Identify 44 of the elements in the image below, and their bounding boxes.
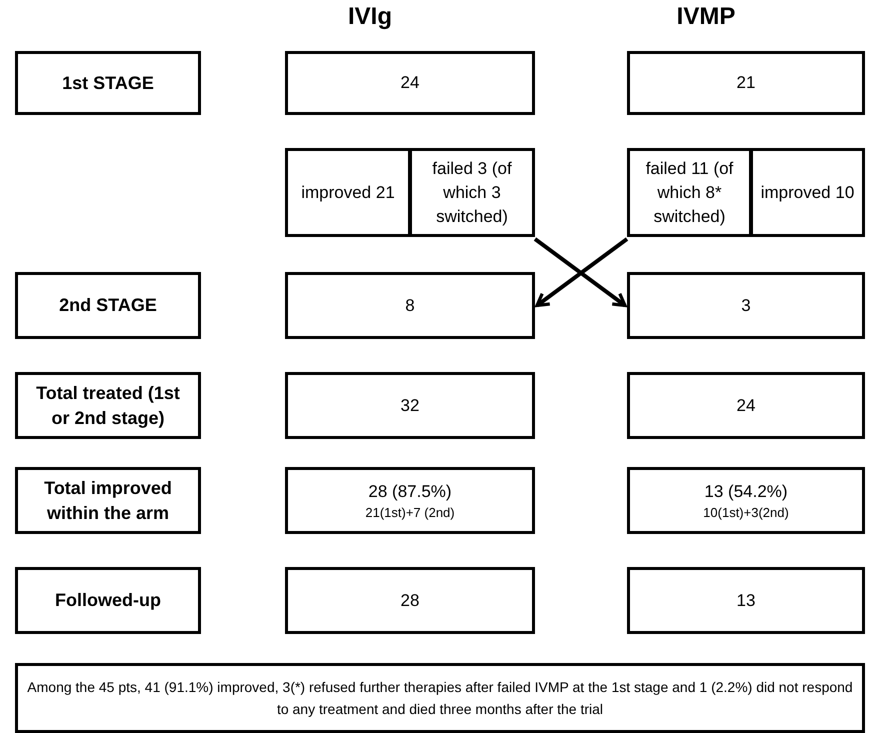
value-box (285, 272, 535, 339)
box-text: Total improved within the arm (43, 476, 173, 524)
column-heading: IVMP (676, 2, 736, 32)
box-text: 24 (400, 72, 420, 94)
row-label-box (15, 272, 201, 339)
note-box (15, 663, 865, 733)
value-box (285, 148, 411, 237)
box-text: 21 (736, 72, 756, 94)
value-box (627, 272, 865, 339)
box-text: 2nd STAGE (59, 294, 157, 317)
box-text: 28 (400, 590, 420, 612)
box-text: 8 (405, 294, 415, 316)
box-text: improved 21 (301, 182, 395, 204)
value-box (627, 372, 865, 439)
box-text: Followed-up (55, 589, 161, 612)
box-text: failed 3 (of which 3 switched) (431, 158, 513, 228)
column-heading: IVIg (348, 2, 392, 32)
value-box (285, 467, 535, 534)
value-box (285, 567, 535, 634)
row-label-box (15, 51, 201, 115)
box-text: 28 (87.5%) (368, 480, 452, 502)
value-box (627, 51, 865, 115)
value-box (627, 467, 865, 534)
box-text: Among the 45 pts, 41 (91.1%) improved, 3(*) refused further therapies after failed IVMP at the 1st stage and 1 (2.2%) did not respond to any treatment and died three months after the trial (26, 678, 854, 719)
box-text: 24 (736, 394, 756, 416)
value-box (627, 148, 752, 237)
value-box (750, 148, 865, 237)
value-box (285, 372, 535, 439)
value-box (285, 51, 535, 115)
box-subtext: 10(1st)+3(2nd) (703, 504, 789, 522)
box-text: 13 (736, 590, 756, 612)
box-subtext: 21(1st)+7 (2nd) (365, 504, 455, 522)
row-label-box (15, 467, 201, 534)
box-text: Total treated (1st or 2nd stage) (35, 382, 181, 430)
value-box (409, 148, 535, 237)
row-label-box (15, 567, 201, 634)
box-text: 3 (741, 294, 751, 316)
row-label-box (15, 372, 201, 439)
box-text: improved 10 (760, 182, 854, 204)
box-text: failed 11 (of which 8* switched) (644, 158, 734, 228)
box-text: 1st STAGE (62, 72, 154, 94)
value-box (627, 567, 865, 634)
box-text: 13 (54.2%) (704, 480, 788, 502)
box-text: 32 (400, 394, 420, 416)
